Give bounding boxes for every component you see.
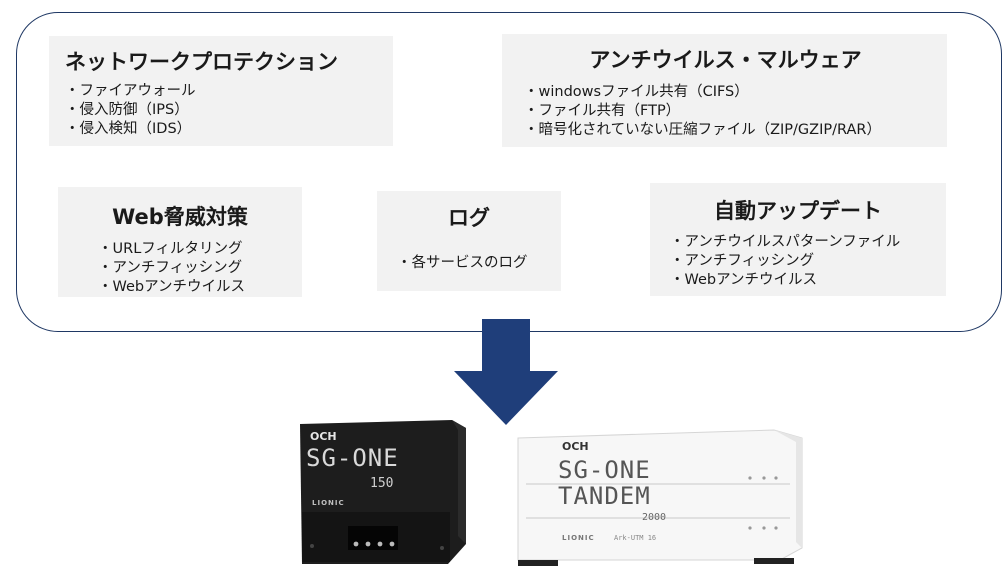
device-logo: OCH (562, 440, 589, 453)
card-log: ログ 各サービスのログ (377, 191, 561, 291)
feature-list: アンチウイルスパターンファイル アンチフィッシング Webアンチウイルス (650, 233, 946, 290)
down-arrow-icon (454, 319, 558, 425)
feature-list: 各サービスのログ (377, 254, 561, 273)
list-item: アンチフィッシング (670, 252, 946, 271)
card-title: ネットワークプロテクション (65, 50, 338, 74)
feature-list: URLフィルタリング アンチフィッシング Webアンチウイルス (58, 240, 302, 297)
card-antivirus-malware: アンチウイルス・マルウェア windowsファイル共有（CIFS） ファイル共有… (502, 34, 947, 147)
list-item: ファイアウォール (65, 82, 393, 101)
card-title: アンチウイルス・マルウェア (589, 48, 862, 72)
list-item: windowsファイル共有（CIFS） (524, 83, 947, 102)
card-auto-update: 自動アップデート アンチウイルスパターンファイル アンチフィッシング Webアン… (650, 183, 946, 296)
card-title: Web脅威対策 (112, 205, 248, 229)
card-title: 自動アップデート (714, 199, 882, 223)
device-logo: OCH (310, 430, 337, 443)
card-network-protection: ネットワークプロテクション ファイアウォール 侵入防御（IPS） 侵入検知（ID… (49, 36, 393, 146)
list-item: 侵入防御（IPS） (65, 101, 393, 120)
device-sub-label: Ark-UTM 16 (614, 534, 657, 542)
list-item: Webアンチウイルス (670, 271, 946, 290)
device-model: 150 (370, 476, 394, 491)
list-item: 各サービスのログ (397, 254, 561, 273)
list-item: アンチウイルスパターンファイル (670, 233, 946, 252)
device-name: SG-ONE (306, 444, 399, 472)
list-item: Webアンチウイルス (98, 278, 302, 297)
device-body (517, 429, 803, 566)
device-name-line1: SG-ONE (558, 456, 651, 484)
device-sg-one-150: OCH SG-ONE 150 LIONIC (298, 418, 468, 566)
device-model: 2000 (642, 512, 667, 523)
feature-list: ファイアウォール 侵入防御（IPS） 侵入検知（IDS） (65, 82, 393, 139)
list-item: ファイル共有（FTP） (524, 102, 947, 121)
list-item: アンチフィッシング (98, 259, 302, 278)
device-brand: LIONIC (562, 534, 595, 542)
feature-list: windowsファイル共有（CIFS） ファイル共有（FTP） 暗号化されていな… (524, 83, 947, 140)
device-name-line2: TANDEM (558, 482, 651, 510)
device-body (300, 420, 466, 564)
list-item: 暗号化されていない圧縮ファイル（ZIP/GZIP/RAR） (524, 121, 947, 140)
device-brand: LIONIC (312, 499, 345, 507)
card-web-threat: Web脅威対策 URLフィルタリング アンチフィッシング Webアンチウイルス (58, 187, 302, 297)
card-title: ログ (448, 206, 490, 230)
list-item: 侵入検知（IDS） (65, 120, 393, 139)
device-sg-one-tandem-2000: OCH SG-ONE TANDEM 2000 LIONIC Ark-UTM 16 (514, 428, 804, 566)
list-item: URLフィルタリング (98, 240, 302, 259)
